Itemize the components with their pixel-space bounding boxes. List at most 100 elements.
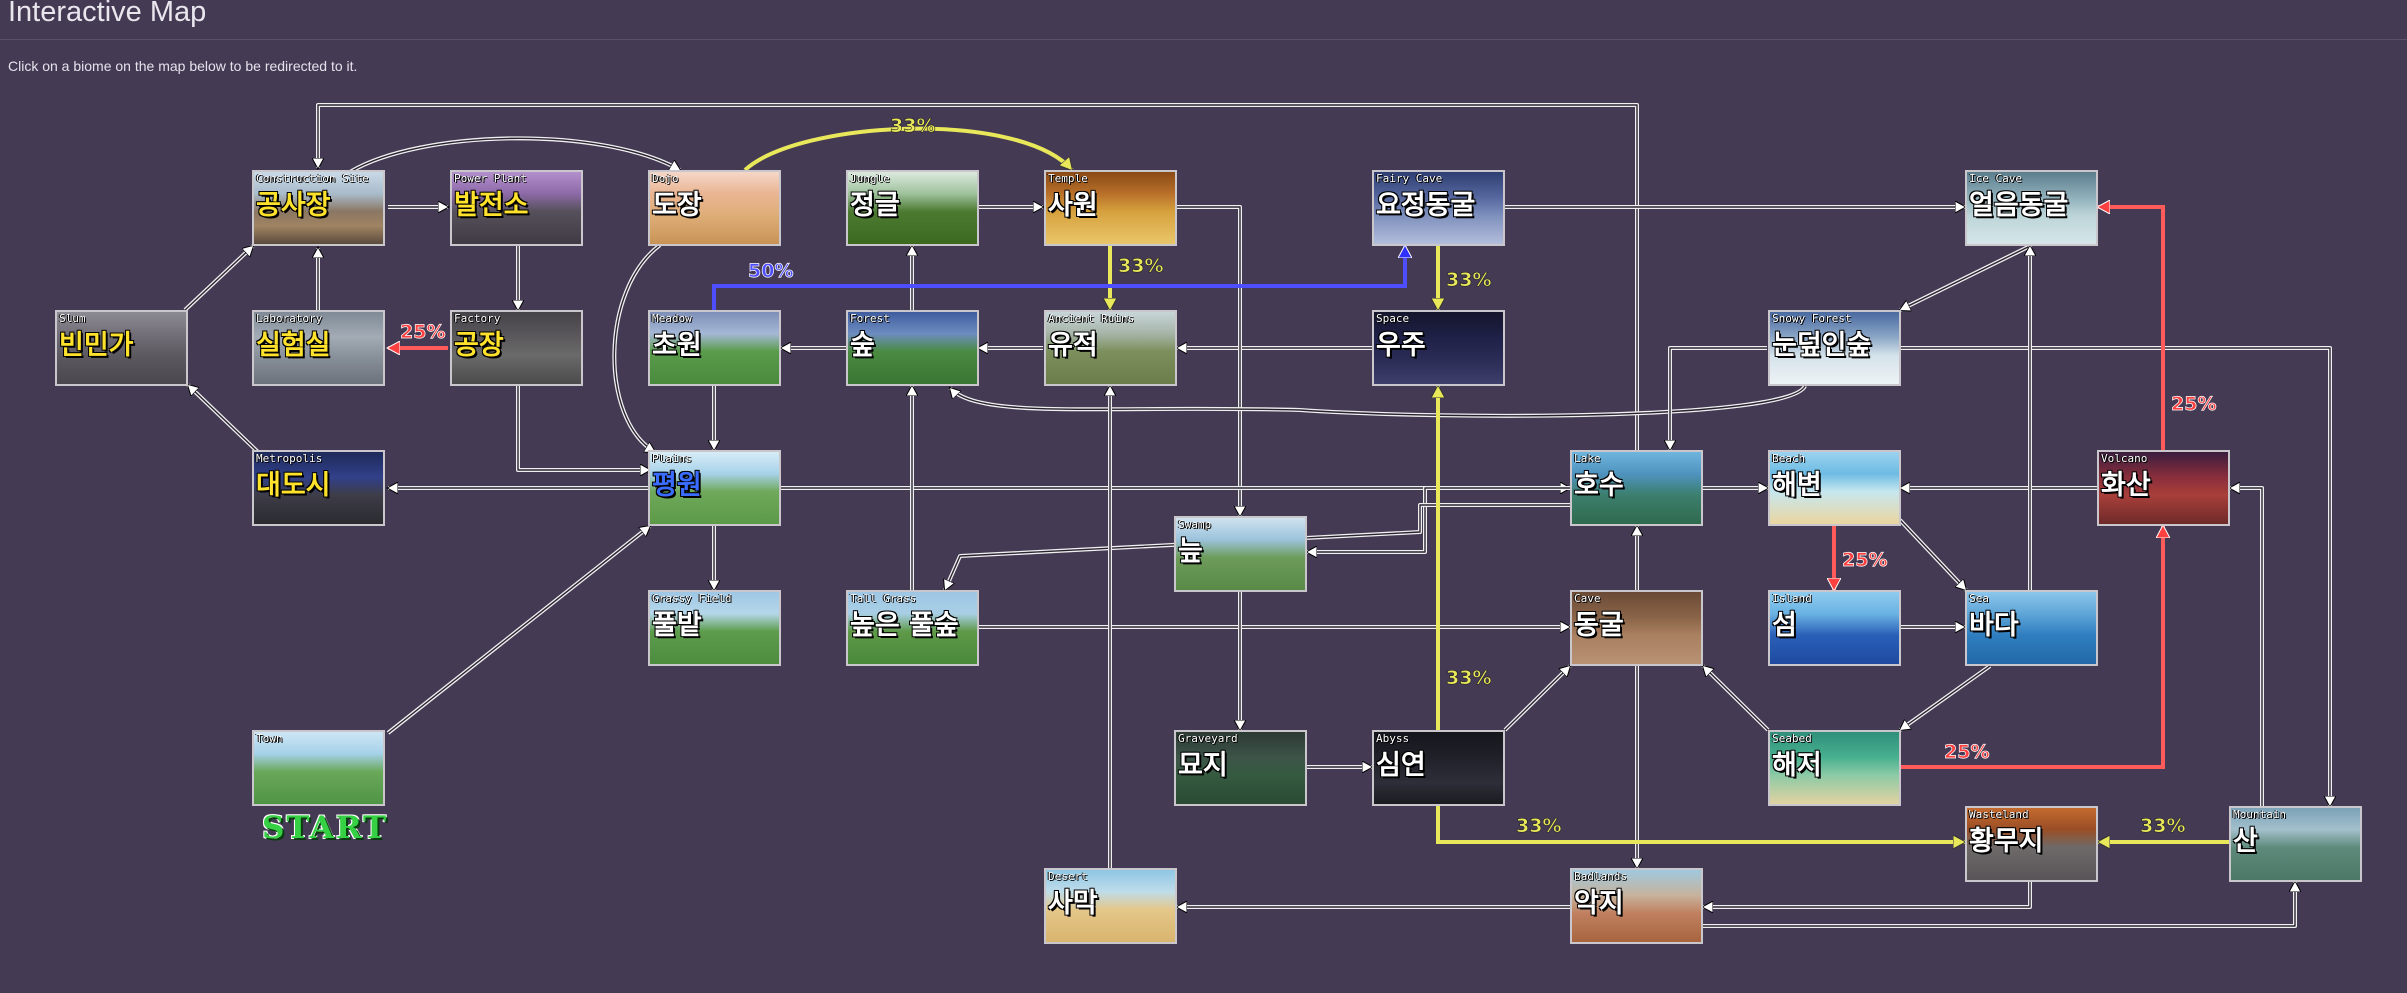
instructions-text: Click on a biome on the map below to be …: [8, 58, 358, 74]
edge-beach-sea: [1899, 519, 1966, 590]
biome-english-name: Abyss: [1376, 732, 1410, 745]
biome-english-name: Slum: [59, 312, 86, 325]
biome-graveyard[interactable]: Graveyard 묘지: [1174, 730, 1307, 806]
prob-fairy-space: 33%: [1446, 269, 1491, 291]
biome-english-name: Dojo: [652, 172, 679, 185]
biome-island[interactable]: Island 섬: [1768, 590, 1901, 666]
biome-temple[interactable]: Temple 사원: [1044, 170, 1177, 246]
edge-lake-swamp: [1307, 487, 1570, 552]
biome-english-name: Temple: [1048, 172, 1088, 185]
biome-korean-name: 늪: [1178, 536, 1203, 567]
biome-korean-name: 묘지: [1178, 750, 1228, 781]
biome-korean-name: 풀밭: [652, 610, 702, 641]
biome-english-name: Lake: [1574, 452, 1601, 465]
edge-lake-construction: [318, 104, 1638, 450]
edge-sea-seabed: [1900, 665, 1991, 730]
biome-space[interactable]: Space 우주: [1372, 310, 1505, 386]
biome-ice-cave[interactable]: Ice Cave 얼음동굴: [1965, 170, 2098, 246]
biome-korean-name: 우주: [1376, 330, 1426, 361]
biome-english-name: Graveyard: [1178, 732, 1238, 745]
biome-badlands[interactable]: Badlands 악지: [1570, 868, 1703, 944]
edge-meadow-fairy-blue: [712, 246, 1405, 310]
biome-korean-name: 사원: [1048, 190, 1098, 221]
biome-english-name: Tall Grass: [850, 592, 917, 605]
edge-volcano-ice-red: [2098, 207, 2165, 450]
biome-volcano[interactable]: Volcano 화산: [2097, 450, 2230, 526]
biome-english-name: Swamp: [1178, 518, 1212, 531]
biome-korean-name: 대도시: [256, 470, 331, 501]
biome-english-name: Meadow: [652, 312, 692, 325]
biome-seabed[interactable]: Seabed 해저: [1768, 730, 1901, 806]
start-label: START: [262, 810, 389, 846]
biome-english-name: Ancient Ruins: [1048, 312, 1135, 325]
biome-plains[interactable]: Plains 평원: [648, 450, 781, 526]
biome-english-name: Ice Cave: [1969, 172, 2022, 185]
biome-grassy-field[interactable]: Grassy Field 풀밭: [648, 590, 781, 666]
biome-korean-name: 심연: [1376, 750, 1426, 781]
edge-wasteland-badlands: [1703, 882, 2031, 907]
biome-english-name: Laboratory: [256, 312, 323, 325]
edge-ice-snowy: [1900, 245, 2031, 310]
biome-desert[interactable]: Desert 사막: [1044, 868, 1177, 944]
biome-korean-name: 실험실: [256, 330, 331, 361]
biome-english-name: Fairy Cave: [1376, 172, 1443, 185]
biome-power-plant[interactable]: Power Plant 발전소: [450, 170, 583, 246]
edge-construction-dojo: [349, 137, 680, 173]
title-divider: [0, 39, 2407, 40]
page-title: Interactive Map: [8, 0, 207, 28]
biome-english-name: Badlands: [1574, 870, 1627, 883]
biome-abyss[interactable]: Abyss 심연: [1372, 730, 1505, 806]
biome-english-name: Grassy Field: [652, 592, 732, 605]
biome-tall-grass[interactable]: Tall Grass 높은 풀숲: [846, 590, 979, 666]
biome-meadow[interactable]: Meadow 초원: [648, 310, 781, 386]
biome-snowy-forest[interactable]: Snowy Forest 눈덮인숲: [1768, 310, 1901, 386]
biome-ancient-ruins[interactable]: Ancient Ruins 유적: [1044, 310, 1177, 386]
biome-beach[interactable]: Beach 해변: [1768, 450, 1901, 526]
biome-wasteland[interactable]: Wasteland 황무지: [1965, 806, 2098, 882]
prob-dojo-temple: 33%: [890, 115, 935, 137]
biome-factory[interactable]: Factory 공장: [450, 310, 583, 386]
edge-factory-plains: [517, 386, 650, 470]
biome-sea[interactable]: Sea 바다: [1965, 590, 2098, 666]
edge-abyss-cave: [1504, 666, 1570, 731]
biome-korean-name: 공사장: [256, 190, 331, 221]
edge-seabed-volcano-red: [1900, 526, 2163, 769]
biome-english-name: Town: [256, 732, 283, 745]
edge-snowy-lake: [1670, 347, 1767, 450]
biome-english-name: Jungle: [850, 172, 890, 185]
biome-lake[interactable]: Lake 호수: [1570, 450, 1703, 526]
biome-korean-name: 황무지: [1969, 826, 2044, 857]
biome-dojo[interactable]: Dojo 도장: [648, 170, 781, 246]
biome-slum[interactable]: Slum 빈민가: [55, 310, 188, 386]
biome-metropolis[interactable]: Metropolis 대도시: [252, 450, 385, 526]
biome-cave[interactable]: Cave 동굴: [1570, 590, 1703, 666]
biome-town[interactable]: Town: [252, 730, 385, 806]
biome-mountain[interactable]: Mountain 산: [2229, 806, 2362, 882]
edge-snowy-forest: [950, 385, 1806, 417]
biome-english-name: Forest: [850, 312, 890, 325]
biome-korean-name: 해저: [1772, 750, 1822, 781]
biome-korean-name: 화산: [2101, 470, 2151, 501]
prob-seabed-volcano: 25%: [1944, 741, 1989, 763]
biome-english-name: Construction Site: [256, 172, 369, 185]
biome-fairy-cave[interactable]: Fairy Cave 요정동굴: [1372, 170, 1505, 246]
biome-korean-name: 공장: [454, 330, 504, 361]
biome-english-name: Wasteland: [1969, 808, 2029, 821]
biome-forest[interactable]: Forest 숲: [846, 310, 979, 386]
edge-snowy-mountain: [1900, 347, 2330, 806]
biome-english-name: Seabed: [1772, 732, 1812, 745]
biome-laboratory[interactable]: Laboratory 실험실: [252, 310, 385, 386]
biome-swamp[interactable]: Swamp 늪: [1174, 516, 1307, 592]
biome-korean-name: 사막: [1048, 888, 1098, 919]
biome-korean-name: 높은 풀숲: [850, 610, 959, 641]
prob-mountain-wasteland: 33%: [2140, 815, 2185, 837]
biome-jungle[interactable]: Jungle 정글: [846, 170, 979, 246]
prob-factory-lab: 25%: [400, 321, 445, 343]
biome-english-name: Mountain: [2233, 808, 2286, 821]
biome-english-name: Island: [1772, 592, 1812, 605]
biome-english-name: Metropolis: [256, 452, 323, 465]
edge-town-plains: [387, 526, 650, 734]
prob-volcano-ice: 25%: [2171, 393, 2216, 415]
biome-construction-site[interactable]: Construction Site 공사장: [252, 170, 385, 246]
